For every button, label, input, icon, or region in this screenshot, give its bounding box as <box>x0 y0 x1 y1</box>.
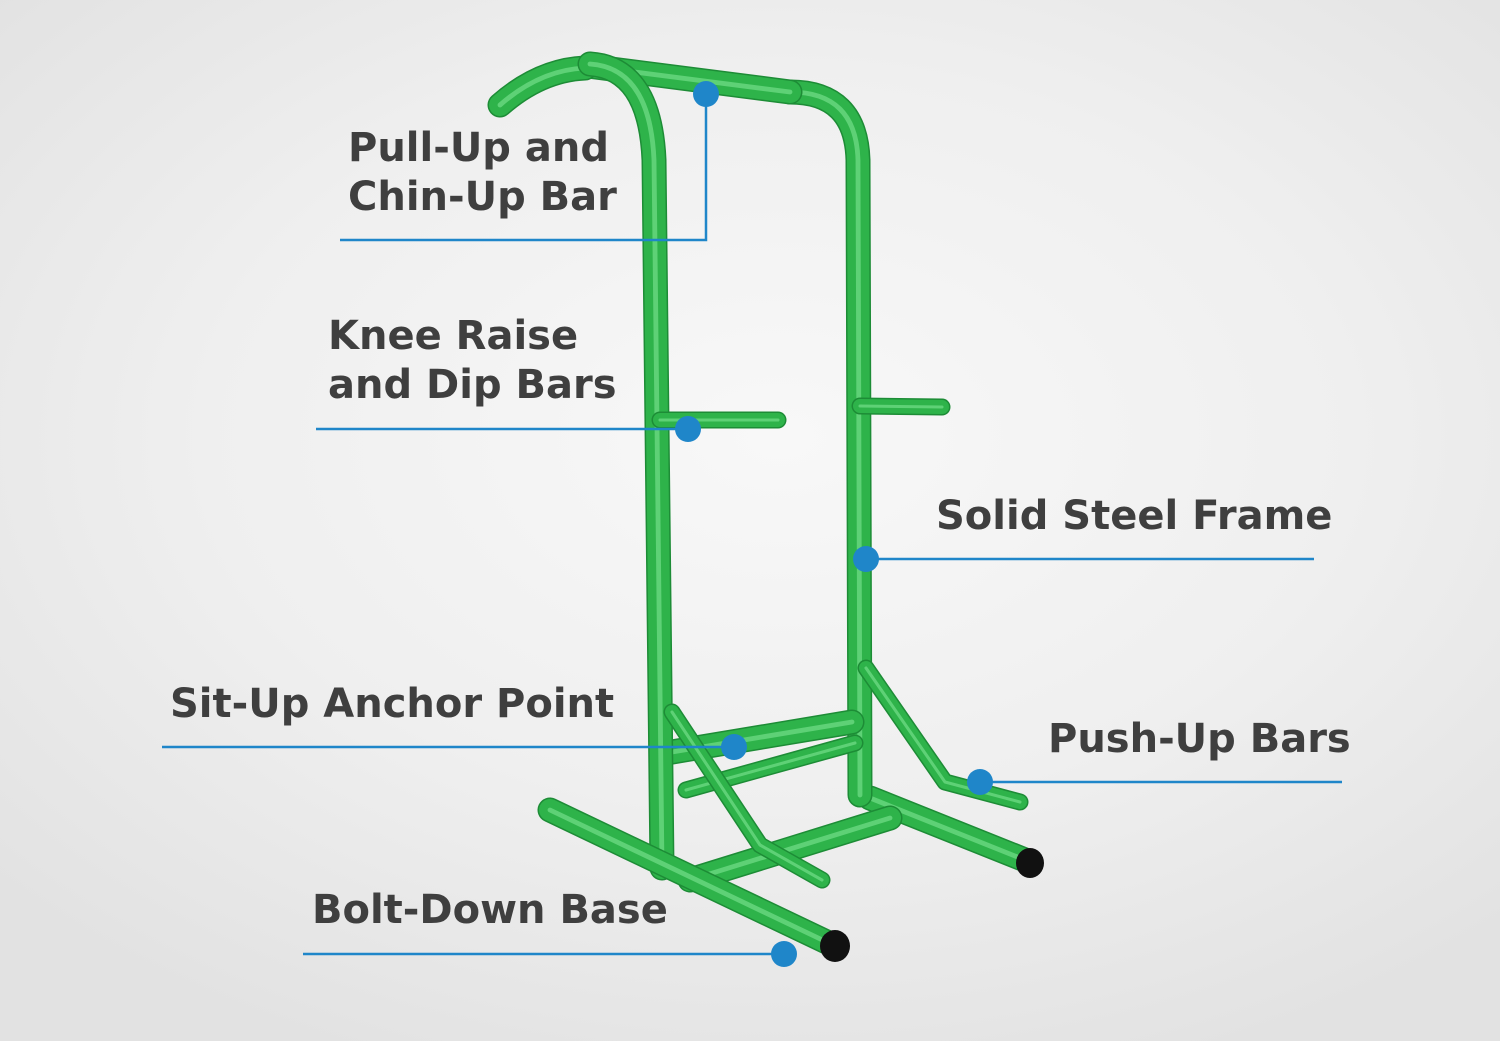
end-caps <box>820 848 1044 962</box>
callout-label-solid-steel-frame: Solid Steel Frame <box>936 492 1332 541</box>
callout-leader-bolt-down-base <box>303 941 797 967</box>
callout-line: Bolt-Down Base <box>312 887 668 933</box>
callout-line: Solid Steel Frame <box>936 493 1333 539</box>
callout-leader-push-up-bars <box>967 769 1342 795</box>
callout-marker-knee-raise-dip-bars <box>675 416 701 442</box>
callout-leader-knee-raise-dip-bars <box>316 416 701 442</box>
callout-marker-solid-steel-frame <box>853 546 879 572</box>
rear-dip-bar <box>851 397 951 416</box>
callout-leader-solid-steel-frame <box>853 546 1314 572</box>
callout-marker-pull-up-bar <box>693 81 719 107</box>
power-tower-frame <box>487 51 1043 959</box>
base-crossbar <box>677 805 903 893</box>
callout-line: Knee Raise <box>328 313 579 359</box>
callout-label-sit-up-anchor: Sit-Up Anchor Point <box>170 680 614 729</box>
callout-label-push-up-bars: Push-Up Bars <box>1048 715 1351 764</box>
callout-leader-sit-up-anchor <box>162 734 747 760</box>
callout-label-pull-up-bar: Pull-Up and Chin-Up Bar <box>348 124 617 222</box>
rear-upright <box>777 79 873 808</box>
rear-base-end-cap <box>1016 848 1044 878</box>
front-base-end-cap <box>820 930 850 962</box>
callout-line: Sit-Up Anchor Point <box>170 681 615 727</box>
callout-marker-bolt-down-base <box>771 941 797 967</box>
front-push-up-arm <box>663 703 831 889</box>
callout-line: Push-Up Bars <box>1048 716 1351 762</box>
callout-marker-push-up-bars <box>967 769 993 795</box>
callout-leader-pull-up-bar <box>340 81 719 242</box>
front-base-tube <box>537 797 848 959</box>
front-upright <box>577 51 675 881</box>
rear-push-up-arm <box>857 659 1029 811</box>
callout-label-bolt-down-base: Bolt-Down Base <box>312 886 668 935</box>
callout-line: and Dip Bars <box>328 362 617 408</box>
callout-line: Pull-Up and <box>348 125 609 171</box>
callout-label-knee-raise-dip-bars: Knee Raise and Dip Bars <box>328 312 617 410</box>
callout-leaders <box>162 81 1342 967</box>
callout-marker-sit-up-anchor <box>721 734 747 760</box>
callout-line: Chin-Up Bar <box>348 174 617 220</box>
